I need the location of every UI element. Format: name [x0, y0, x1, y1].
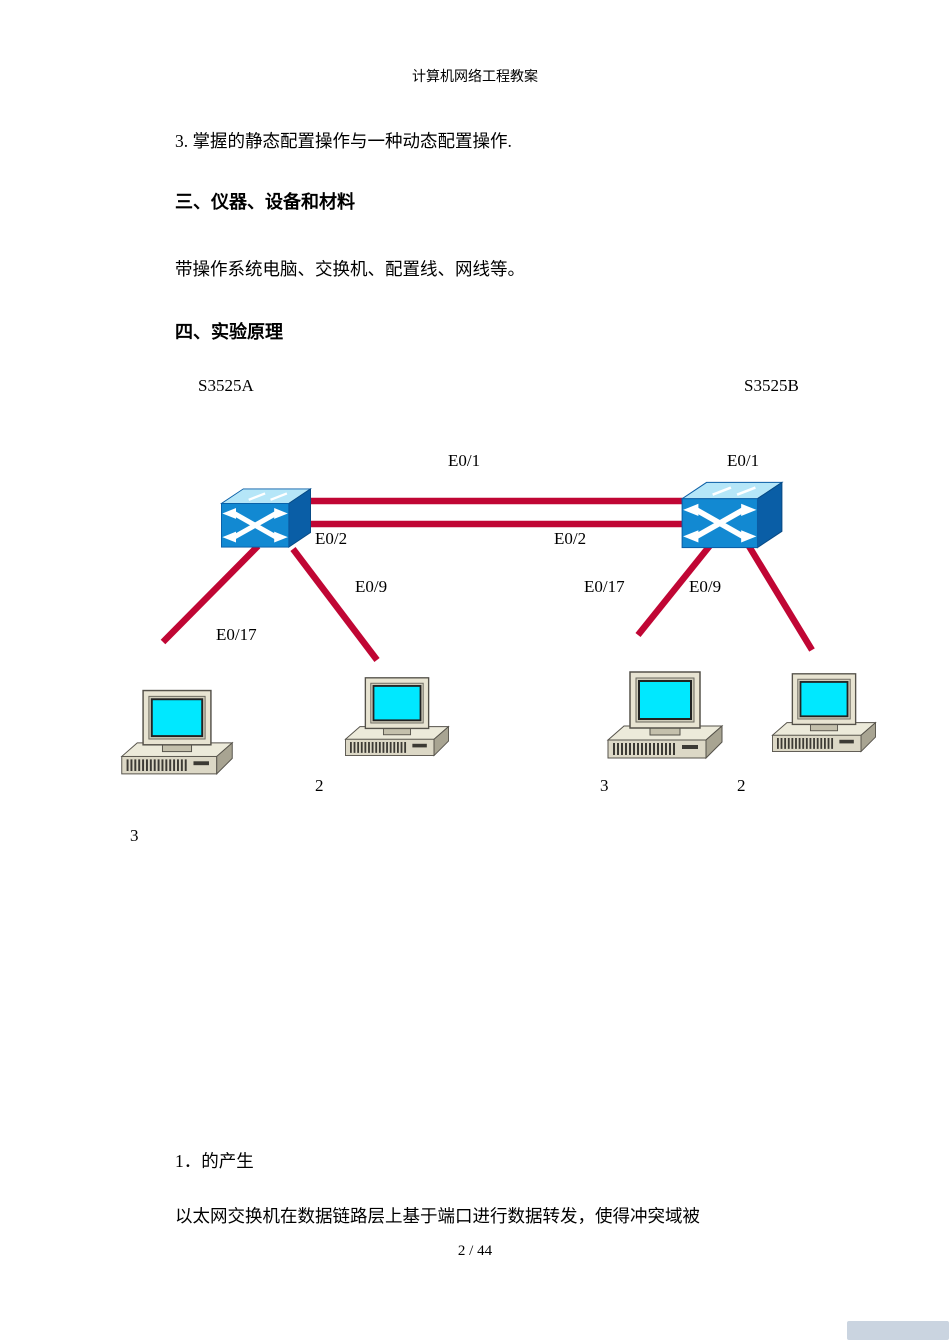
- port-label-a-e0-17: E0/17: [216, 625, 257, 644]
- paragraph-ethernet: 以太网交换机在数据链路层上基于端口进行数据转发，使得冲突域被: [175, 1206, 700, 1226]
- section-heading-equipment: 三、仪器、设备和材料: [175, 192, 355, 212]
- link-lines: [160, 497, 815, 662]
- switch-b-icon: [682, 482, 782, 547]
- host-count-a-pc1: 3: [130, 826, 139, 845]
- link-a-e0-17: [160, 543, 261, 645]
- pc-b1-icon: [606, 670, 724, 760]
- switch-a-name-label: S3525A: [198, 376, 254, 395]
- pc-a2-icon: [344, 676, 450, 757]
- host-count-b-pc1: 3: [600, 776, 609, 795]
- switch-b-name-label: S3525B: [744, 376, 799, 395]
- port-label-b-e0-1: E0/1: [727, 451, 760, 470]
- paragraph-generation: 1．的产生: [175, 1151, 254, 1171]
- link-b-e0-9: [744, 541, 815, 652]
- page-header-title: 计算机网络工程教案: [412, 70, 538, 85]
- link-b-e0-17: [635, 540, 715, 638]
- port-label-b-e0-2: E0/2: [554, 529, 587, 548]
- port-label-b-e0-17: E0/17: [584, 577, 625, 596]
- paragraph-equipment: 带操作系统电脑、交换机、配置线、网线等。: [175, 259, 525, 279]
- port-label-a-e0-9: E0/9: [355, 577, 388, 596]
- pc-a1-icon: [120, 689, 234, 775]
- section-heading-principle: 四、实验原理: [175, 322, 283, 342]
- paragraph-objective: 3. 掌握的静态配置操作与一种动态配置操作.: [175, 131, 512, 151]
- pc-b2-icon: [771, 672, 877, 753]
- host-count-b-pc2: 2: [737, 776, 746, 795]
- port-label-a-e0-2: E0/2: [315, 529, 348, 548]
- page-number: 2 / 44: [457, 1243, 493, 1259]
- watermark: [847, 1321, 949, 1340]
- port-label-b-e0-9: E0/9: [689, 577, 722, 596]
- link-a-e0-9: [290, 547, 380, 662]
- port-label-a-e0-1: E0/1: [448, 451, 481, 470]
- switch-a-icon: [221, 489, 310, 547]
- host-count-a-pc2: 2: [315, 776, 324, 795]
